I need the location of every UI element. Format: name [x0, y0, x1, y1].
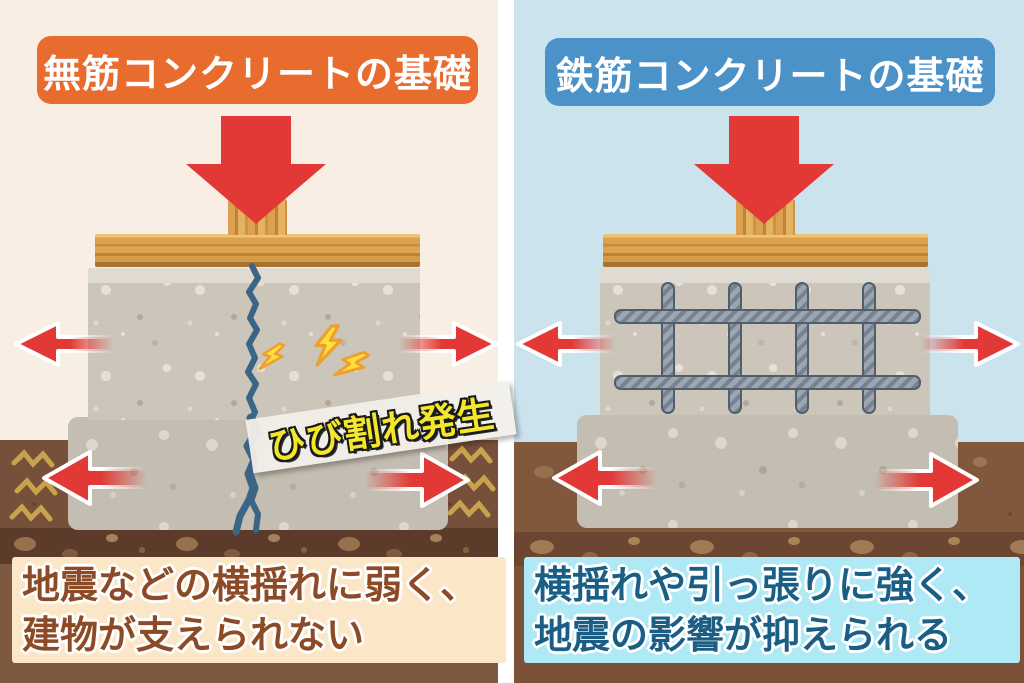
left-title-banner: 無筋コンクリートの基礎	[37, 36, 478, 104]
right-caption-panel: 横揺れや引っ張りに強く、 地震の影響が抑えられる	[524, 557, 1020, 663]
right-title-banner: 鉄筋コンクリートの基礎	[545, 38, 995, 106]
right-wood-post	[736, 199, 795, 235]
right-concrete-footing	[577, 415, 958, 528]
left-caption-panel: 地震などの横揺れに弱く、 建物が支えられない	[12, 557, 506, 663]
right-title-text: 鉄筋コンクリートの基礎	[555, 53, 985, 98]
left-wood-sill-beam	[95, 234, 420, 267]
right-wood-sill-beam	[603, 234, 928, 267]
left-caption-line1: 地震などの横揺れに弱く、	[22, 563, 479, 607]
left-title-text: 無筋コンクリートの基礎	[42, 51, 472, 96]
right-caption-line1: 横揺れや引っ張りに強く、	[534, 563, 991, 607]
right-concrete-wall	[600, 268, 930, 415]
left-caption-line2: 建物が支えられない	[22, 613, 365, 657]
left-concrete-wall	[88, 268, 420, 420]
right-caption-line2: 地震の影響が抑えられる	[534, 613, 953, 657]
left-wood-post	[228, 199, 287, 235]
